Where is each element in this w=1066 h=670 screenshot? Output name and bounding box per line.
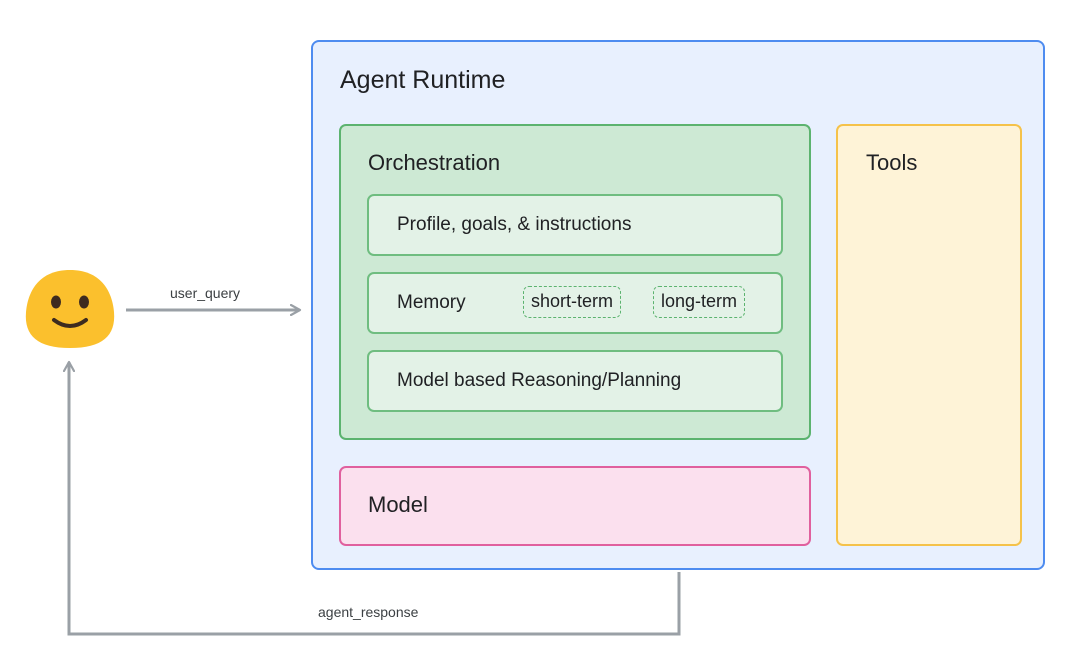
orchestration-title: Orchestration bbox=[368, 150, 501, 175]
tools-title: Tools bbox=[866, 150, 918, 175]
agent-runtime-title: Agent Runtime bbox=[340, 66, 506, 94]
agent-response-label: agent_response bbox=[318, 604, 419, 620]
long-term-memory-chip: long-term bbox=[653, 286, 746, 318]
short-term-memory-chip: short-term bbox=[523, 286, 622, 318]
agent-response-arrow bbox=[69, 362, 681, 636]
memory-box: Memory short-term long-term bbox=[367, 272, 783, 334]
face-shape bbox=[25, 270, 115, 348]
profile-goals-box: Profile, goals, & instructions bbox=[367, 194, 783, 256]
user-query-label: user_query bbox=[170, 285, 241, 301]
reasoning-planning-box: Model based Reasoning/Planning bbox=[367, 350, 783, 412]
smiling-face-icon bbox=[25, 270, 115, 348]
model-box: Model bbox=[339, 466, 811, 546]
memory-label: Memory bbox=[397, 292, 466, 313]
profile-goals-label: Profile, goals, & instructions bbox=[397, 214, 632, 235]
left-eye bbox=[51, 295, 61, 309]
agent-runtime-box: Agent Runtime Orchestration Profile, goa… bbox=[311, 40, 1045, 570]
smile bbox=[52, 318, 88, 328]
orchestration-box: Orchestration Profile, goals, & instruct… bbox=[339, 124, 811, 440]
model-title: Model bbox=[368, 492, 428, 517]
tools-box: Tools bbox=[836, 124, 1022, 546]
reasoning-planning-label: Model based Reasoning/Planning bbox=[397, 370, 682, 391]
right-eye bbox=[79, 295, 89, 309]
